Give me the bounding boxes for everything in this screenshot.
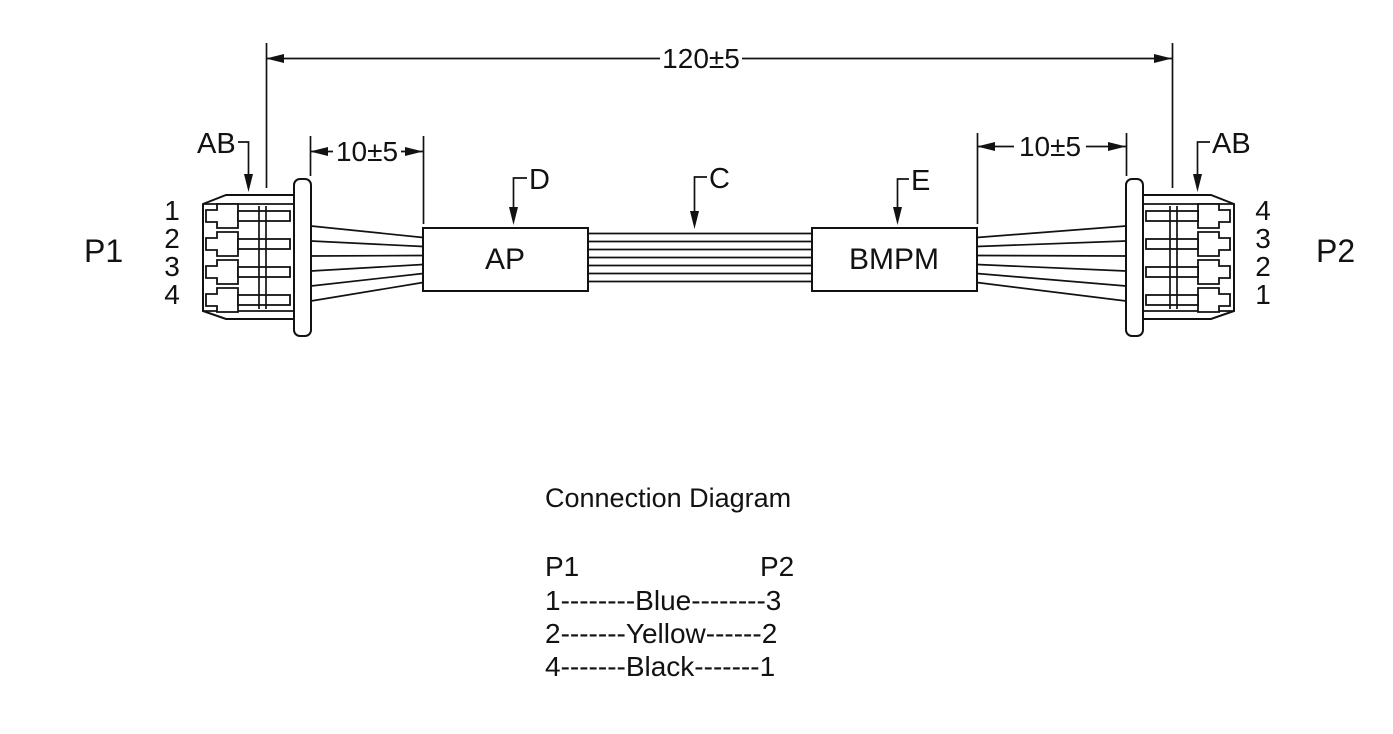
wire [976,281,1127,302]
p1-terminal [237,266,291,278]
arrowhead-down [509,207,518,225]
ap-label: AP [485,243,525,276]
p2-pin-number: 4 [1255,195,1271,226]
callout-ab-right: AB [1193,128,1251,192]
p2-terminal [1145,294,1199,306]
callout-e-label: E [911,165,930,197]
arrowhead-right [1108,142,1126,151]
p1-pin-number: 1 [164,195,180,226]
dimension-right-tail: 10±5 [976,131,1128,224]
wire-fan-left [310,225,424,302]
arrowhead-right [1154,54,1172,63]
dimension-overall-value: 120±5 [662,43,740,74]
arrowhead-left [266,54,284,63]
wire [976,225,1127,239]
connection-diagram-table: Connection Diagram P1 P2 1--------Blue--… [545,483,794,682]
p2-pin-number: 3 [1255,223,1271,254]
p2-pin-number: 2 [1255,251,1271,282]
p1-contact [205,203,239,229]
table-row: 4-------Black-------1 [545,651,775,682]
dimension-overall: 120±5 [265,43,1174,188]
arrowhead-left [310,147,328,156]
p2-contact [1197,287,1231,313]
leader-line [693,176,707,212]
p2-contact [1197,203,1231,229]
callout-ab-left-label: AB [197,128,236,160]
p1-pin-number: 3 [164,251,180,282]
wire [310,225,424,239]
table-row: 2-------Yellow------2 [545,618,777,649]
arrowhead-down [1193,174,1202,192]
connector-p2: 4 3 2 1 P2 [1125,178,1355,337]
arrowhead-down [893,207,902,225]
callout-ab-left: AB [197,128,253,192]
p1-terminal [237,294,291,306]
ap-box [422,227,589,292]
p2-label: P2 [1316,233,1355,269]
wire [976,263,1127,272]
callout-d: D [509,164,550,225]
wire [310,254,424,257]
bmpm-box [811,227,978,292]
p2-terminal [1145,210,1199,222]
p2-contact [1197,259,1231,285]
callout-ab-right-label: AB [1212,128,1251,160]
arrowhead-down [690,211,699,229]
p1-label: P1 [84,233,123,269]
component-ap: AP [422,227,589,292]
wire [976,254,1127,257]
p1-terminal [237,210,291,222]
wire [310,263,424,272]
arrowhead-right [405,147,423,156]
component-bmpm: BMPM [811,227,978,292]
connector-p1: 1 2 3 4 P1 [84,178,312,337]
callout-e: E [893,165,930,225]
p1-contact [205,259,239,285]
p1-terminal [237,238,291,250]
wire [976,240,1127,248]
callout-c: C [690,163,730,229]
leader-line [1196,141,1210,175]
wire [310,240,424,248]
dimension-left-tail: 10±5 [309,136,425,224]
wire-bundle [588,232,812,283]
wire [976,272,1127,287]
callout-d-label: D [529,164,550,196]
table-left-header: P1 [545,551,579,582]
p2-pin-number: 1 [1255,279,1271,310]
p2-terminal [1145,238,1199,250]
p2-terminal [1145,266,1199,278]
bmpm-label: BMPM [849,243,939,276]
dimension-right-tail-value: 10±5 [1019,131,1081,162]
p1-flange [293,178,312,337]
wire [310,281,424,302]
p1-pin-number: 4 [164,279,180,310]
table-right-header: P2 [760,551,794,582]
wire-fan-right [976,225,1127,302]
p2-contact [1197,231,1231,257]
p1-pin-number: 2 [164,223,180,254]
dimension-left-tail-value: 10±5 [336,136,398,167]
p2-flange [1125,178,1144,337]
p1-contact [205,231,239,257]
arrowhead-down [244,174,253,192]
arrowhead-left [977,142,995,151]
connection-diagram-title: Connection Diagram [545,483,791,513]
callout-c-label: C [709,163,730,195]
wire [310,272,424,287]
p1-contact [205,287,239,313]
leader-line [896,178,909,208]
leader-line [512,177,527,208]
table-row: 1--------Blue--------3 [545,585,781,616]
leader-line [238,141,250,175]
